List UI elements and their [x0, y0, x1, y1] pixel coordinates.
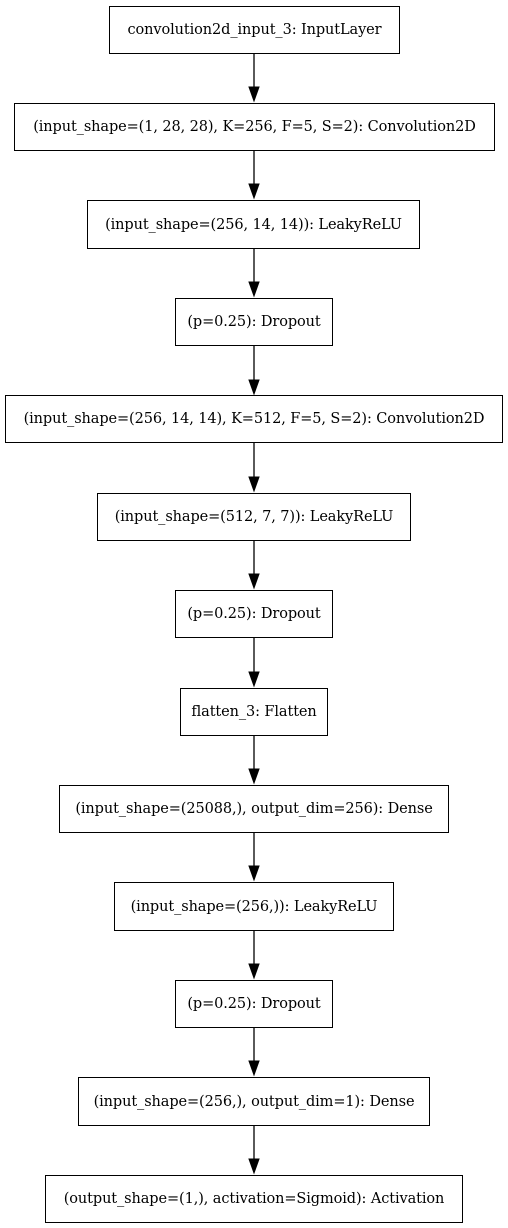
layer-node-dropout-3: (p=0.25): Dropout — [175, 980, 333, 1028]
layer-node-leakyrelu-2: (input_shape=(512, 7, 7)): LeakyReLU — [97, 493, 411, 541]
arrow-head-icon — [248, 1060, 260, 1077]
arrow-head-icon — [248, 476, 260, 493]
layer-node-flatten: flatten_3: Flatten — [180, 688, 328, 736]
layer-node-convolution2d-2: (input_shape=(256, 14, 14), K=512, F=5, … — [5, 395, 503, 443]
arrow-head-icon — [248, 86, 260, 103]
arrow-head-icon — [248, 768, 260, 785]
layer-node-dropout-2: (p=0.25): Dropout — [175, 590, 333, 638]
layer-node-activation: (output_shape=(1,), activation=Sigmoid):… — [45, 1175, 463, 1223]
layer-node-dropout-1: (p=0.25): Dropout — [175, 298, 333, 346]
arrow-head-icon — [248, 1158, 260, 1175]
arrow-head-icon — [248, 865, 260, 882]
layer-node-dense-1: (input_shape=(25088,), output_dim=256): … — [59, 785, 449, 833]
layer-node-convolution2d-1: (input_shape=(1, 28, 28), K=256, F=5, S=… — [14, 103, 495, 151]
layer-node-leakyrelu-3: (input_shape=(256,)): LeakyReLU — [114, 882, 394, 931]
layer-node-input: convolution2d_input_3: InputLayer — [109, 6, 400, 54]
arrow-head-icon — [248, 963, 260, 980]
arrow-head-icon — [248, 573, 260, 590]
arrow-head-icon — [248, 379, 260, 396]
arrow-head-icon — [248, 671, 260, 688]
layer-node-leakyrelu-1: (input_shape=(256, 14, 14)): LeakyReLU — [87, 200, 420, 249]
arrow-head-icon — [248, 281, 260, 298]
layer-node-dense-2: (input_shape=(256,), output_dim=1): Dens… — [78, 1077, 430, 1126]
arrow-head-icon — [248, 183, 260, 200]
